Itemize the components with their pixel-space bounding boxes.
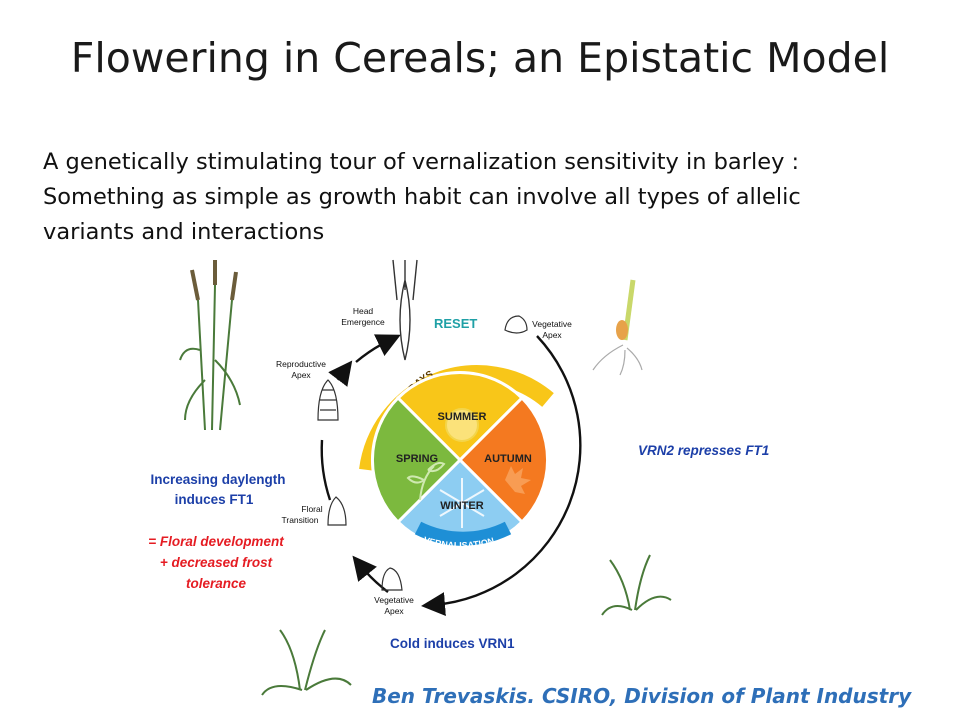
mature-barley-plant-icon [179, 260, 241, 431]
arc-left [320, 439, 332, 501]
stage-floral-transition-line2: Transition [281, 515, 318, 525]
season-label-winter: WINTER [440, 500, 483, 512]
cycle-arrows [320, 334, 582, 616]
subtitle-line-2: Something as simple as growth habit can … [43, 184, 801, 210]
subtitle-line-1: A genetically stimulating tour of vernal… [43, 149, 800, 175]
reset-label: RESET [434, 316, 477, 331]
slide-credit: Ben Trevaskis. CSIRO, Division of Plant … [372, 684, 912, 708]
stage-vegetative-apex-top-line2: Apex [542, 330, 562, 340]
season-spring [370, 395, 463, 525]
season-label-spring: SPRING [396, 453, 438, 465]
apex-sketches [317, 315, 528, 591]
season-label-summer: SUMMER [438, 411, 487, 423]
seedling-icon [592, 279, 643, 376]
maple-leaf-icon [505, 466, 531, 494]
stage-head-emergence-line1: Head [353, 306, 374, 316]
stage-vegetative-apex-top-line1: Vegetative [532, 319, 572, 329]
reproductive-apex-icon [317, 379, 339, 421]
arc-right [421, 335, 582, 616]
stage-vegetative-apex-bottom-line1: Vegetative [374, 595, 414, 605]
cold-annotation: Cold induces VRN1 [390, 636, 515, 651]
young-plant-left-icon [261, 629, 352, 696]
floral-development-line2: + decreased frost [160, 555, 273, 570]
daylength-annotation-line2: induces FT1 [175, 492, 254, 507]
stage-vegetative-apex-bottom-line2: Apex [384, 606, 404, 616]
vegetative-apex-top-icon [504, 315, 528, 334]
floral-development-line3: tolerance [186, 576, 247, 591]
subtitle-line-3: variants and interactions [43, 219, 325, 245]
stage-reproductive-apex-line1: Reproductive [276, 359, 326, 369]
season-circle: SUMMER AUTUMN WINTER SPRING [370, 370, 550, 550]
young-plant-right-icon [601, 554, 672, 616]
sun-icon [445, 408, 479, 442]
slide-subtitle: A genetically stimulating tour of vernal… [43, 145, 923, 250]
arc-bottom-left [352, 555, 389, 593]
arc-upper-left [328, 360, 353, 387]
slide-title: Flowering in Cereals; an Epistatic Model [70, 34, 890, 82]
snowflake-icon [439, 478, 485, 528]
barley-head-icon [392, 259, 418, 361]
stage-floral-transition-line1: Floral [301, 504, 322, 514]
floral-transition-icon [327, 496, 347, 526]
vrn2-annotation: VRN2 represses FT1 [638, 443, 769, 458]
sprout-icon [406, 461, 446, 501]
season-label-autumn: AUTUMN [484, 453, 532, 465]
vernalisation-arc [414, 521, 512, 546]
season-autumn [457, 395, 550, 525]
vegetative-apex-bottom-icon [381, 567, 403, 591]
stage-head-emergence-line2: Emergence [341, 317, 385, 327]
stage-reproductive-apex-line2: Apex [291, 370, 311, 380]
floral-development-line1: = Floral development [148, 534, 284, 549]
daylength-annotation-line1: Increasing daylength [150, 472, 285, 487]
arc-top-left [355, 334, 401, 363]
